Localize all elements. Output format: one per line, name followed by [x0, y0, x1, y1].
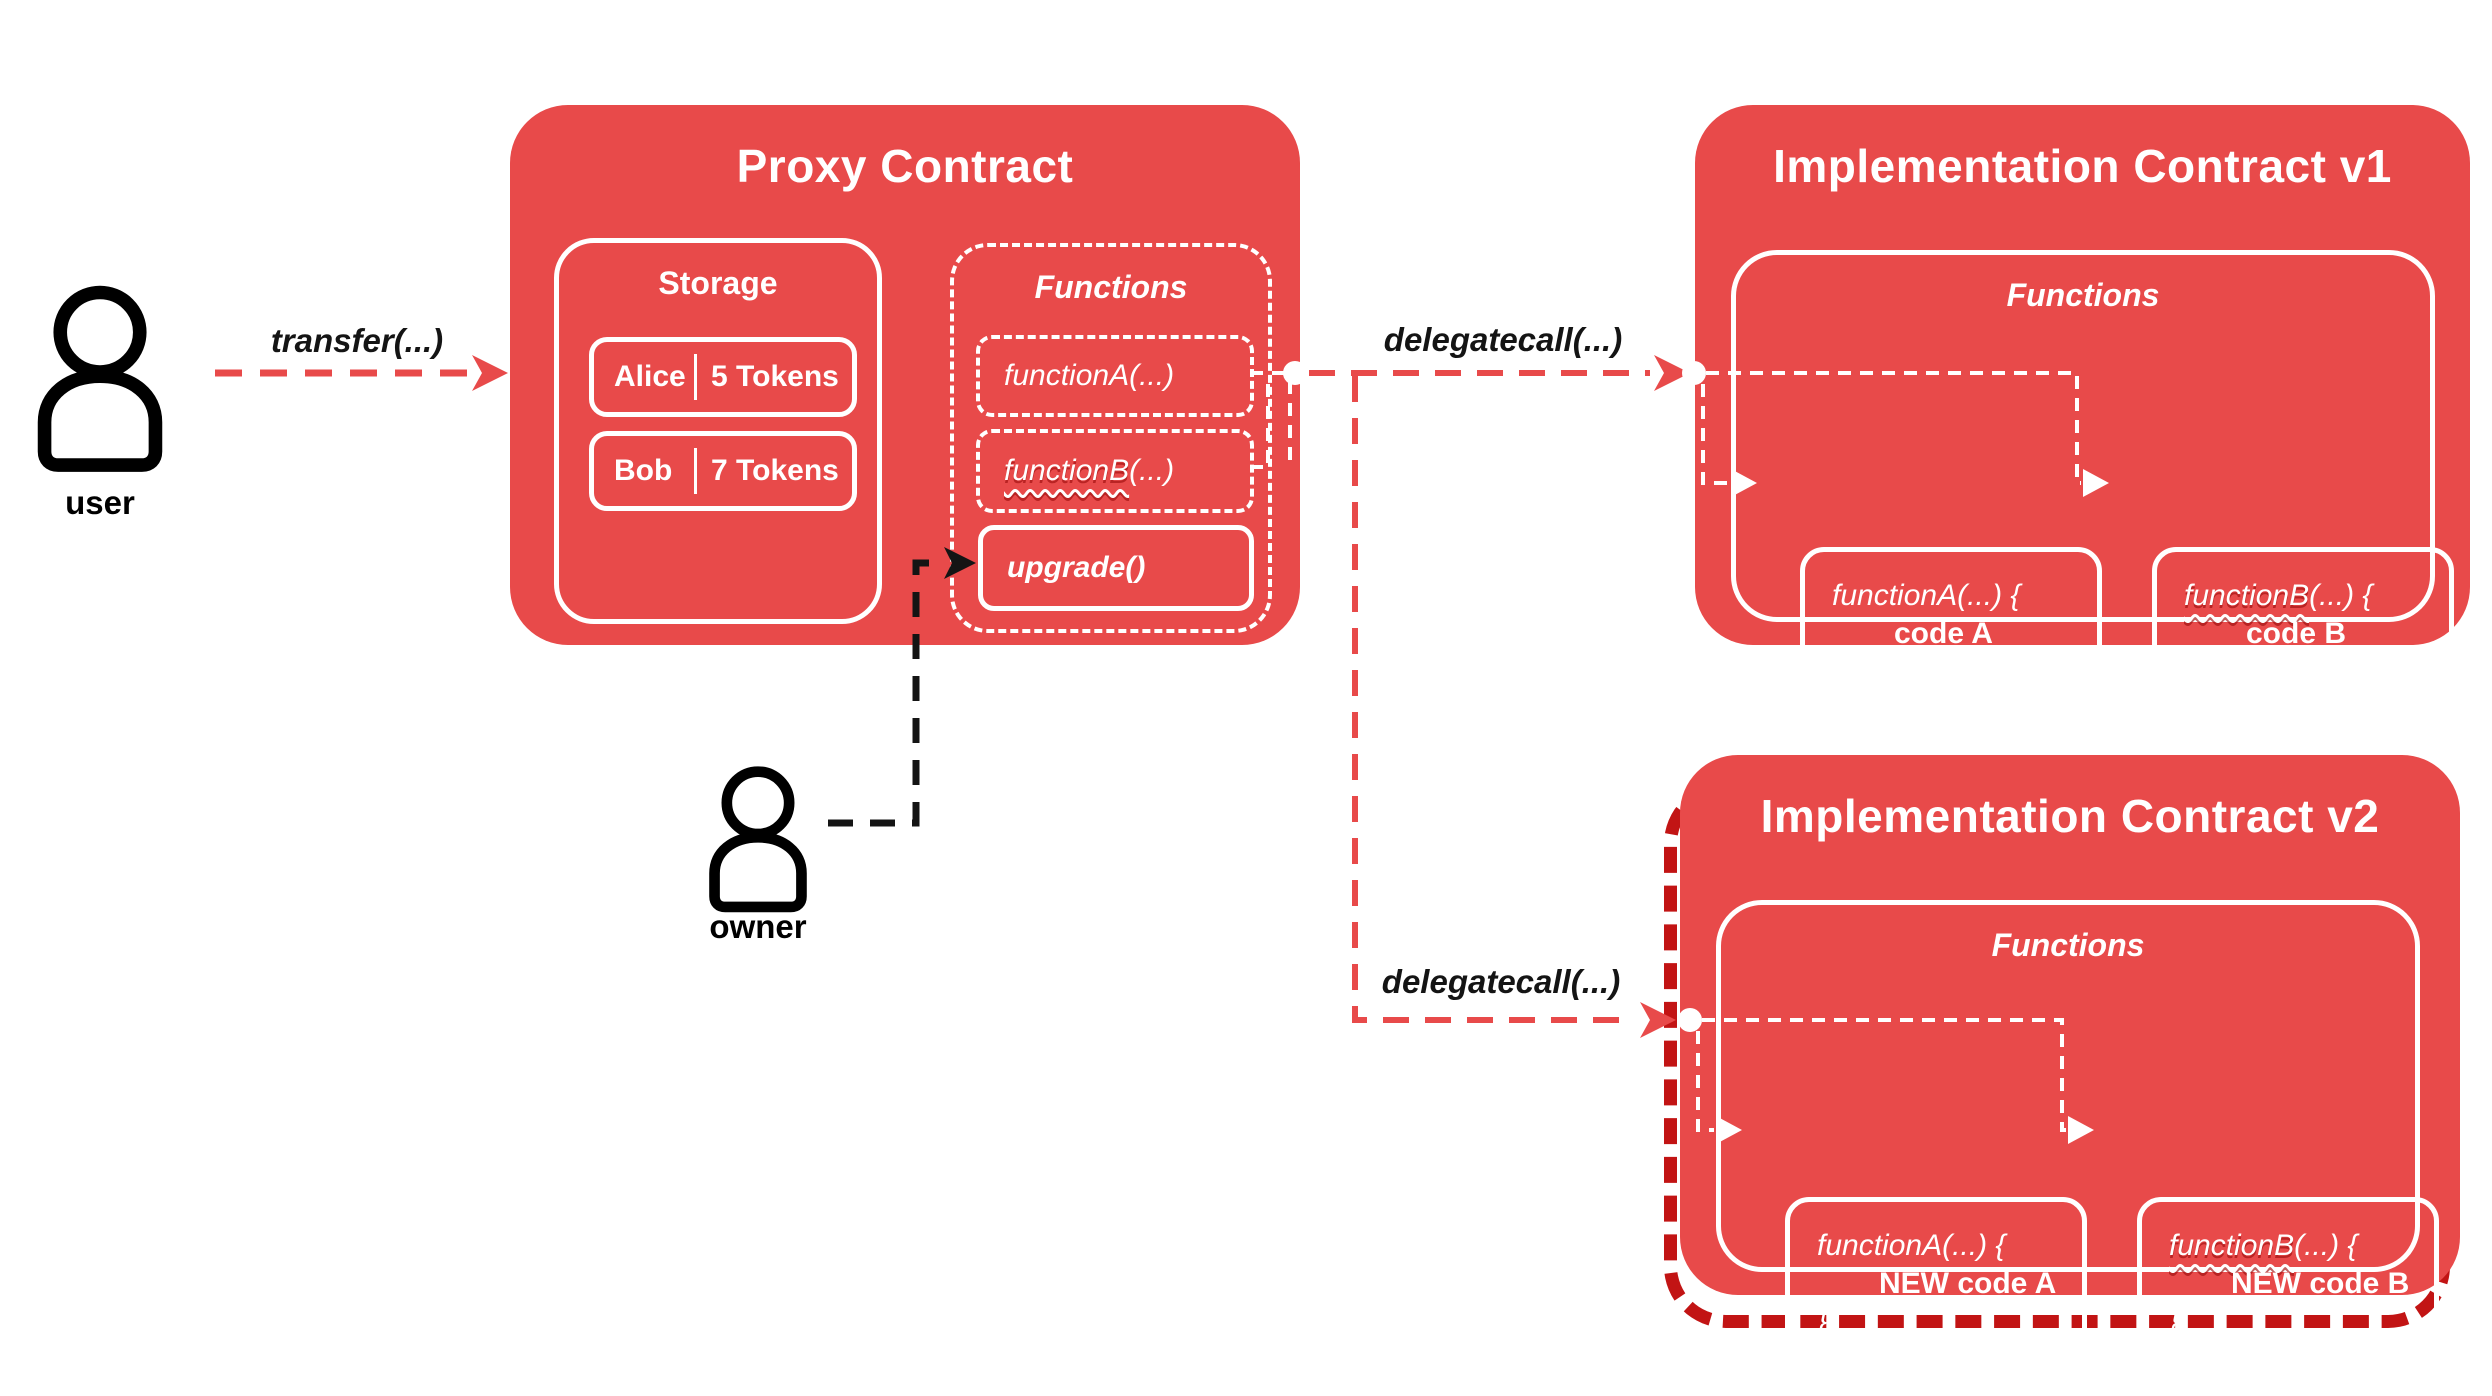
storage-row-value: 7 Tokens [711, 454, 839, 487]
owner-actor: owner [702, 752, 814, 952]
delegatecall-v2-line [1352, 376, 1634, 1023]
function-suffix: (...) [1129, 454, 1175, 487]
implementation-v2-title: Implementation Contract v2 [1760, 790, 2380, 842]
proxy-functions-section: Functions functionA(...) functionB(...) … [950, 243, 1272, 633]
upgrade-function-box: upgrade() [978, 525, 1254, 611]
owner-icon [709, 766, 807, 913]
v2-functions-section: Functions functionA(...) { NEW code A } … [1716, 900, 2439, 1377]
v1-functions-title: Functions [2006, 277, 2160, 313]
implementation-v2-box: Implementation Contract v2 Functions fun… [1680, 755, 2460, 1377]
function-body: code A [1894, 617, 1993, 650]
user-actor: user [32, 266, 168, 522]
function-name: functionA [1004, 359, 1130, 392]
proxy-functionA-box: functionA(...) [976, 335, 1254, 417]
proxy-contract-title: Proxy Contract [736, 140, 1074, 192]
function-close: } [2184, 655, 2195, 688]
storage-row-value: 5 Tokens [711, 360, 839, 393]
v2-functionA-box: functionA(...) { NEW code A } [1785, 1197, 2087, 1377]
function-close: } [2169, 1305, 2180, 1338]
function-suffix: (...) [1129, 359, 1175, 392]
storage-title: Storage [658, 265, 778, 301]
function-signature: functionA(...) { [1817, 1229, 2006, 1262]
function-close: } [1817, 1305, 1828, 1338]
function-signature: functionA(...) { [1832, 579, 2021, 612]
user-label: user [65, 484, 135, 521]
v1-functionA-box: functionA(...) { code A } [1800, 547, 2102, 727]
function-signature: functionB(...) { [2184, 579, 2373, 612]
transfer-arrowhead [472, 355, 508, 391]
v1-functions-section: Functions functionA(...) { code A } func… [1731, 250, 2454, 727]
function-close: } [1832, 655, 1843, 688]
function-name: functionB [1004, 454, 1130, 487]
storage-row-divider [694, 448, 697, 494]
proxy-functions-title: Functions [1034, 269, 1188, 305]
v2-functions-title: Functions [1991, 927, 2145, 963]
storage-section: Storage Alice 5 Tokens Bob 7 Tokens [554, 238, 882, 624]
delegatecall-v2-label: delegatecall(...) [1381, 963, 1621, 1000]
storage-row-bob: Bob 7 Tokens [589, 431, 857, 511]
v2-functionB-box: functionB(...) { NEW code B } [2137, 1197, 2439, 1377]
function-body: NEW code A [1879, 1267, 2057, 1300]
implementation-v1-title: Implementation Contract v1 [1773, 140, 2392, 192]
storage-row-name: Alice [614, 360, 686, 393]
delegatecall-v1-label: delegatecall(...) [1383, 321, 1623, 358]
v1-functionB-box: functionB(...) { code B } [2152, 547, 2454, 727]
transfer-label: transfer(...) [270, 322, 444, 359]
storage-row-alice: Alice 5 Tokens [589, 337, 857, 417]
upgrade-label: upgrade() [1007, 551, 1146, 584]
user-icon [37, 285, 163, 472]
function-signature: functionB(...) { [2169, 1229, 2358, 1262]
function-body: NEW code B [2231, 1267, 2410, 1300]
storage-row-divider [694, 354, 697, 400]
function-body: code B [2246, 617, 2347, 650]
proxy-contract-box: Proxy Contract Storage Alice 5 Tokens Bo… [510, 105, 1300, 645]
storage-row-name: Bob [614, 454, 673, 487]
delegatecall-v1-arrowhead [1654, 355, 1690, 391]
owner-label: owner [709, 908, 807, 945]
proxy-functionB-box: functionB(...) [976, 429, 1254, 513]
implementation-v1-box: Implementation Contract v1 Functions fun… [1695, 105, 2470, 727]
